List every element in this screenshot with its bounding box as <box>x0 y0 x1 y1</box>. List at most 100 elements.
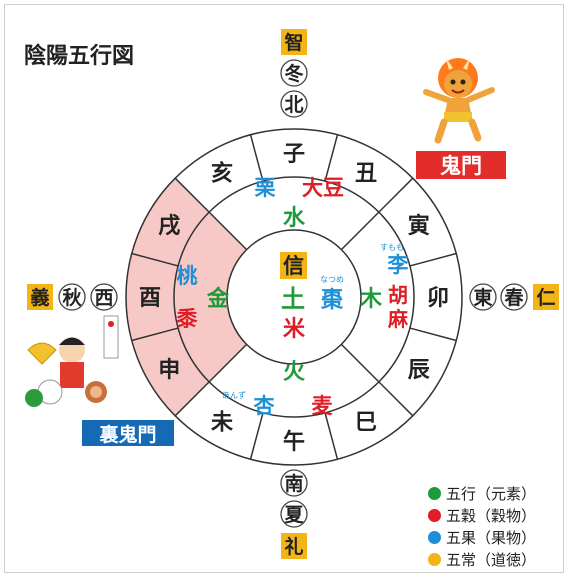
outer-ring <box>125 128 463 466</box>
center-virtue-box <box>280 252 307 279</box>
direction-south-circle <box>280 469 308 497</box>
zodiac-divider <box>378 381 414 417</box>
direction-west-circle <box>90 283 118 311</box>
direction-south: 南 <box>284 473 303 495</box>
momotaro-body <box>60 362 84 388</box>
season-south: 夏 <box>284 504 304 526</box>
furigana-sumomo: すもも <box>380 243 404 252</box>
season-west: 秋 <box>62 286 82 309</box>
zodiac-divider <box>174 381 210 417</box>
virtue-west-box <box>27 284 53 310</box>
urakimon-label-box <box>82 420 174 446</box>
zodiac-label: 酉 <box>139 285 161 311</box>
virtue-south: 礼 <box>284 535 303 558</box>
oni-loincloth <box>444 112 472 122</box>
diagram-frame <box>4 4 564 573</box>
zodiac-dividers <box>131 134 457 460</box>
kimon-label-box <box>416 151 506 179</box>
banner-flag <box>103 315 119 359</box>
legend-text: 五穀（穀物） <box>446 506 537 525</box>
oni-horns <box>446 58 470 70</box>
legend-dot-blue <box>428 530 441 544</box>
legend-text: 五果（果物） <box>446 528 537 547</box>
zodiac-divider <box>249 412 264 460</box>
legend-dot-green <box>428 486 441 500</box>
zodiac-divider <box>324 134 339 182</box>
element-earth: 土 <box>281 284 305 313</box>
season-west-circle <box>58 283 86 311</box>
furigana-anzu: あんず <box>222 390 246 400</box>
element-divider <box>208 211 248 251</box>
direction-west: 西 <box>94 287 113 309</box>
element-fire: 火 <box>283 359 305 385</box>
fruit-center: 棗 <box>320 287 344 313</box>
direction-north-circle <box>280 90 308 118</box>
element-divider <box>208 343 248 383</box>
virtue-east: 仁 <box>536 286 555 309</box>
element-wood: 木 <box>359 286 383 312</box>
fruit-west: 桃 <box>177 263 198 288</box>
zodiac-label: 丑 <box>355 160 377 186</box>
season-south-circle <box>280 500 308 528</box>
diagram-title: 陰陽五行図 <box>24 43 135 69</box>
legend-dot-gold <box>428 552 441 566</box>
element-divider <box>340 343 380 383</box>
zodiac-label: 巳 <box>355 410 377 436</box>
zodiac-divider <box>174 177 210 213</box>
zodiac-divider <box>324 412 339 460</box>
legend-text: 五常（道徳） <box>446 550 537 569</box>
zodiac-divider <box>249 134 264 182</box>
direction-east-circle <box>469 283 497 311</box>
momotaro-hair <box>59 337 85 345</box>
oni-mouth <box>451 89 465 94</box>
season-east: 春 <box>504 286 523 309</box>
legend: 五行（元素） 五穀（穀物） 五果（果物） 五常（道徳） <box>428 482 536 570</box>
legend-dot-red <box>428 508 441 522</box>
element-metal: 金 <box>206 286 230 312</box>
zodiac-label: 未 <box>211 410 233 436</box>
legend-item: 五果（果物） <box>428 526 536 548</box>
grain-south: 麦 <box>312 393 334 418</box>
grain-west: 黍 <box>177 306 199 331</box>
goma-char: 胡 <box>388 283 408 307</box>
momotaro-illustration <box>25 315 119 407</box>
legend-item: 五行（元素） <box>428 482 536 504</box>
fruit-east: 李 <box>387 252 410 277</box>
grain-east: 麻 <box>387 307 409 331</box>
monkey-face <box>90 386 102 398</box>
zodiac-divider <box>131 252 179 267</box>
direction-labels: 智冬北南夏礼東春仁義秋西 <box>27 29 559 559</box>
urakimon-label: 裏鬼門 <box>98 423 156 446</box>
west-sector-highlight <box>126 178 247 416</box>
oni-eye-left <box>450 79 456 85</box>
virtue-east-box <box>533 284 559 310</box>
zodiac-label: 子 <box>283 141 305 167</box>
fruit-south: 杏 <box>254 393 275 418</box>
zodiac-label: 寅 <box>408 213 430 239</box>
zodiac-label: 申 <box>158 357 180 383</box>
virtue-south-box <box>281 533 307 559</box>
zodiac-label: 辰 <box>408 357 430 383</box>
virtue-north: 智 <box>284 31 303 54</box>
fan <box>27 342 57 365</box>
season-north-circle <box>280 59 308 87</box>
fruit-north: 栗 <box>255 175 276 200</box>
virtue-center: 信 <box>283 253 304 278</box>
inner-ring <box>226 229 362 365</box>
zodiac-divider <box>409 252 457 267</box>
legend-text: 五行（元素） <box>446 484 537 503</box>
furigana-natsume: なつめ <box>320 275 344 284</box>
grain-center: 米 <box>283 316 306 342</box>
virtue-north-box <box>281 29 307 55</box>
direction-east: 東 <box>473 286 492 309</box>
zodiac-divider <box>131 327 179 342</box>
pheasant <box>25 389 43 407</box>
legend-item: 五常（道徳） <box>428 548 536 570</box>
kimon-label: 鬼門 <box>440 153 482 178</box>
virtue-west: 義 <box>30 286 49 309</box>
element-divider <box>340 211 380 251</box>
season-north: 冬 <box>284 62 303 85</box>
zodiac-divider <box>409 327 457 342</box>
